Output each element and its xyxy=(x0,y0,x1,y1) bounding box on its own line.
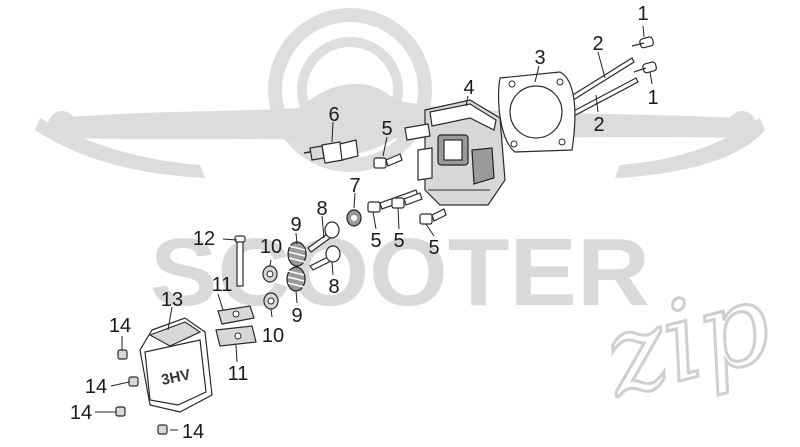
callout-12: 12 xyxy=(193,228,215,250)
callout-4: 4 xyxy=(463,77,474,99)
retainer-part-10-lower xyxy=(263,292,279,310)
bolt-part-5-a xyxy=(373,153,403,169)
rocker-shaft-part-12 xyxy=(234,235,246,287)
callout-1-upper: 1 xyxy=(637,3,648,25)
cylinder-head-part-4 xyxy=(404,99,506,206)
callout-3: 3 xyxy=(534,47,545,69)
valve-seal-part-7 xyxy=(346,209,362,227)
callout-10-lower: 10 xyxy=(262,325,284,347)
callout-labels: 1 1 2 2 3 4 5 5 5 5 6 7 8 8 9 9 10 10 11… xyxy=(70,3,659,443)
spark-plug-part-6 xyxy=(303,139,359,164)
bolt-part-14-b xyxy=(128,376,139,387)
valve-spring-part-9-lower xyxy=(286,266,306,292)
leader-lines xyxy=(95,25,653,431)
callout-1-lower: 1 xyxy=(647,87,658,109)
callout-11-upper: 11 xyxy=(212,274,233,296)
valve-cover-part-13: 3HV xyxy=(139,317,213,413)
bolt-part-1-upper xyxy=(631,36,654,49)
callout-14-d: 14 xyxy=(182,421,204,443)
callout-2-lower: 2 xyxy=(593,114,604,136)
bolt-part-5-d xyxy=(419,208,447,225)
callout-11-lower: 11 xyxy=(228,363,249,385)
callout-13: 13 xyxy=(161,289,183,311)
callout-5-a: 5 xyxy=(381,118,392,140)
callout-6: 6 xyxy=(328,104,339,126)
callout-14-c: 14 xyxy=(70,402,92,424)
rocker-arm-part-11-lower xyxy=(215,325,257,347)
valve-cover-logo: 3HV xyxy=(160,366,192,389)
bolt-part-14-c xyxy=(115,406,126,417)
callout-2-upper: 2 xyxy=(592,33,603,55)
callout-9-lower: 9 xyxy=(291,305,302,327)
callout-8-upper: 8 xyxy=(316,198,327,220)
callout-10-upper: 10 xyxy=(260,236,282,258)
valve-part-8-lower xyxy=(309,245,341,271)
callout-7: 7 xyxy=(349,175,360,197)
callout-5-b: 5 xyxy=(370,230,381,252)
valve-spring-part-9-upper xyxy=(287,241,307,267)
rocker-arm-part-11-upper xyxy=(217,305,255,325)
callout-14-a: 14 xyxy=(109,315,131,337)
retainer-part-10-upper xyxy=(262,265,278,283)
callout-5-c: 5 xyxy=(393,230,404,252)
callout-9-upper: 9 xyxy=(290,214,301,236)
valve-part-8-upper xyxy=(307,221,340,253)
callout-14-b: 14 xyxy=(85,376,107,398)
head-gasket-part-3 xyxy=(497,71,576,153)
callout-5-d: 5 xyxy=(428,237,439,259)
bolt-part-14-a xyxy=(117,349,128,360)
bolt-part-1-lower xyxy=(633,61,657,74)
callout-8-lower: 8 xyxy=(328,276,339,298)
bolt-part-14-d xyxy=(157,424,168,435)
